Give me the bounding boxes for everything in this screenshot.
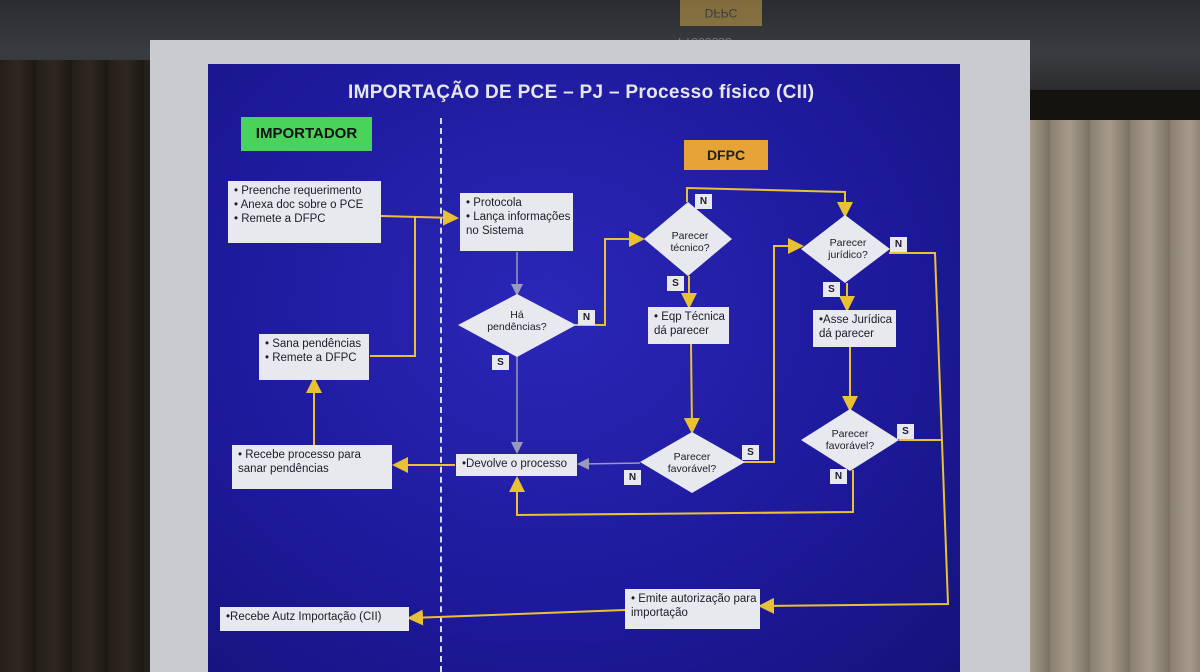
lane-label-importador: IMPORTADOR (241, 117, 372, 151)
decision-diamond-favoravel-1 (640, 432, 745, 493)
curtain-right (1010, 120, 1200, 672)
connector-juridico-n (758, 252, 950, 614)
connector-fav2-n (509, 470, 854, 517)
connector-eqp-favoravel (683, 343, 700, 434)
lane-label-dfpc: DFPC (684, 140, 768, 170)
box-line: • Protocola (466, 197, 522, 209)
box-line: • Lança informações (466, 211, 571, 223)
connector-fav1-n-devolve (577, 457, 641, 470)
decision-diamond-favoravel-2 (801, 409, 899, 471)
decision-parecer-juridico: Parecer jurídico? (808, 237, 888, 261)
box-line: dá parecer (819, 328, 874, 340)
decision-favoravel-2: Parecer favorável? (810, 428, 890, 452)
box-line: • Remete a DFPC (265, 352, 357, 364)
decision-diamond-ha-pendencias (458, 294, 576, 357)
slide-title: IMPORTAÇÃO DE PCE – PJ – Processo físico… (348, 82, 815, 103)
branch-tag-s: S (667, 276, 684, 291)
decision-line: favorável? (667, 463, 717, 475)
box-preenche-requerimento: • Preenche requerimento • Anexa doc sobr… (228, 181, 381, 243)
decision-line: Parecer (829, 237, 867, 249)
connector-tecnico-n (686, 186, 853, 218)
branch-tag-s: S (742, 445, 759, 460)
decision-line: jurídico? (828, 249, 868, 261)
box-emite-autorizacao: • Emite autorização para importação (625, 589, 760, 629)
box-recebe-autz-importacao: •Recebe Autz Importação (CII) (220, 607, 409, 631)
box-line: • Emite autorização para (631, 593, 757, 605)
decision-diamond-parecer-tecnico (644, 202, 732, 276)
box-line: dá parecer (654, 325, 709, 337)
branch-tag-n: N (578, 310, 595, 325)
connector-pendencias-n (575, 231, 645, 326)
decision-diamond-parecer-juridico (801, 215, 890, 283)
box-line: •Recebe Autz Importação (CII) (226, 611, 382, 623)
branch-tag-n: N (890, 237, 907, 252)
box-line: • Sana pendências (265, 338, 362, 350)
branch-tag-s: S (492, 355, 509, 370)
box-line: • Preenche requerimento (234, 185, 362, 197)
decision-line: Parecer (673, 451, 711, 463)
box-recebe-processo: • Recebe processo para sanar pendências (232, 445, 392, 489)
box-line: importação (631, 607, 688, 619)
branch-tag-n: N (624, 470, 641, 485)
decision-ha-pendencias: Há pendências? (470, 309, 564, 333)
branch-tag-s: S (897, 424, 914, 439)
branch-tag-n: N (695, 194, 712, 209)
box-line: no Sistema (466, 225, 524, 237)
box-line: • Anexa doc sobre o PCE (234, 199, 364, 211)
box-asse-juridica: •Asse Jurídica dá parecer (813, 310, 896, 347)
box-line: •Asse Jurídica (819, 314, 893, 326)
decision-favoravel-1: Parecer favorável? (652, 451, 732, 475)
box-line: • Remete a DFPC (234, 213, 326, 225)
branch-tag-n: N (830, 469, 847, 484)
box-line: •Devolve o processo (462, 458, 568, 470)
connector-emite-recebe-autz (407, 609, 626, 626)
box-eqp-tecnica: • Eqp Técnica dá parecer (648, 307, 729, 344)
box-line: sanar pendências (238, 463, 329, 475)
box-line: • Recebe processo para (238, 449, 361, 461)
box-line: • Eqp Técnica (654, 311, 725, 323)
decision-line: técnico? (670, 242, 710, 254)
branch-tag-s: S (823, 282, 840, 297)
box-protocola: • Protocola • Lança informações no Siste… (460, 193, 573, 251)
decision-parecer-tecnico: Parecer técnico? (650, 230, 730, 254)
curtain-left (0, 60, 175, 672)
box-devolve-processo: •Devolve o processo (456, 454, 577, 476)
connector-fav1-s (742, 238, 804, 463)
decision-line: favorável? (825, 440, 875, 452)
connector-sana-protocola (370, 217, 416, 357)
box-sana-pendencias: • Sana pendências • Remete a DFPC (259, 334, 369, 380)
decision-line: Parecer (831, 428, 869, 440)
connector-requerimento-protocola (380, 209, 459, 226)
decision-line: Há (510, 309, 524, 321)
lane-divider (440, 118, 442, 672)
decision-line: Parecer (671, 230, 709, 242)
decision-line: pendências? (487, 321, 547, 333)
